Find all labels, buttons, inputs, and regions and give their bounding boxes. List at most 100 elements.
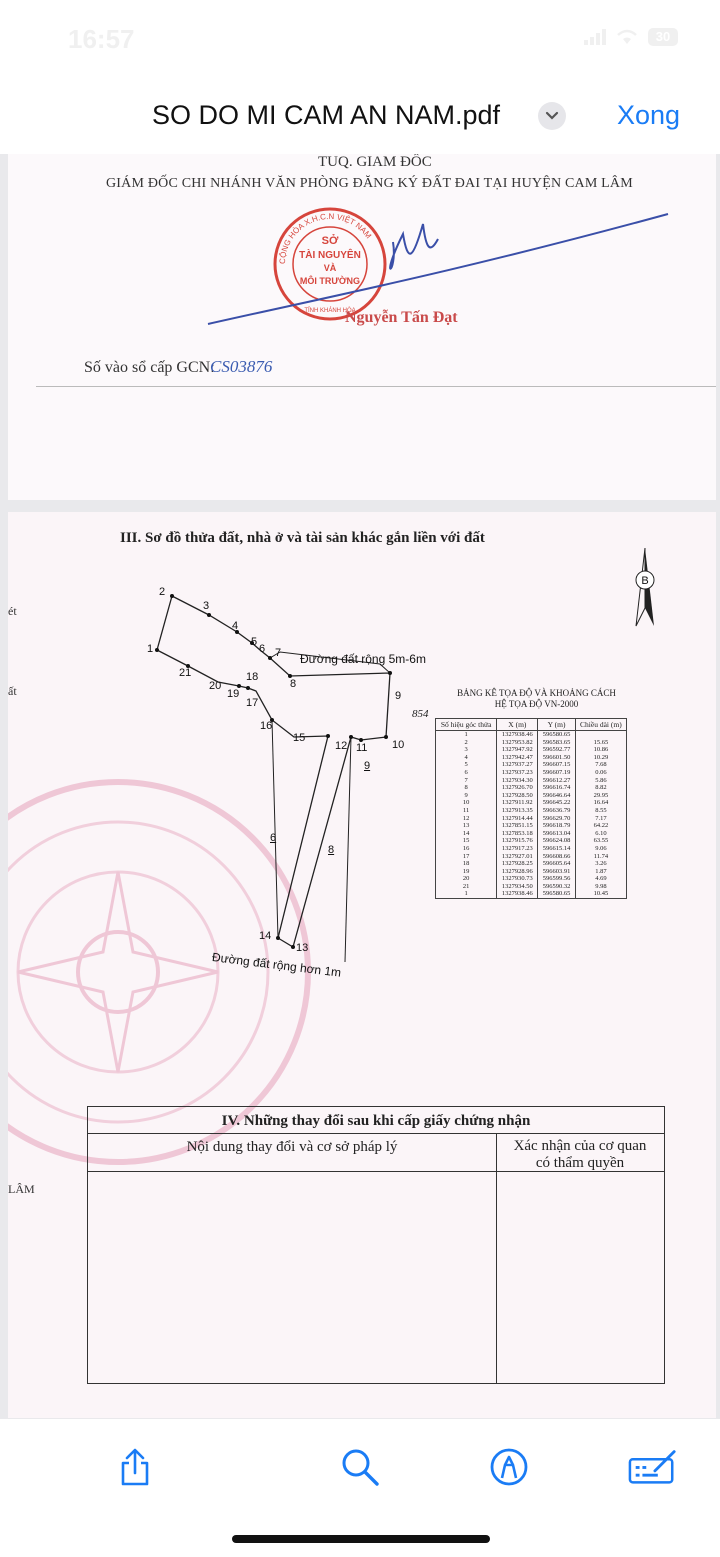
title-menu-button[interactable] bbox=[538, 102, 566, 130]
document-title[interactable]: SO DO MI CAM AN NAM.pdf bbox=[152, 100, 501, 130]
share-button[interactable] bbox=[110, 1442, 160, 1492]
point-label: 12 bbox=[335, 740, 348, 752]
table-cell: 596607.19 bbox=[537, 768, 576, 777]
wifi-icon bbox=[617, 29, 637, 44]
table-cell: 596618.79 bbox=[537, 822, 576, 830]
table-header: Y (m) bbox=[537, 718, 576, 731]
plot-8-label: 8 bbox=[328, 844, 335, 856]
deputy-title: TUQ. GIAM ĐỐC bbox=[318, 154, 432, 170]
point-label: 5 bbox=[251, 636, 258, 648]
table-cell: 1327928.25 bbox=[496, 860, 539, 868]
point-label: 17 bbox=[246, 697, 259, 709]
table-cell: 596580.65 bbox=[537, 890, 576, 900]
table-cell: 596636.79 bbox=[537, 806, 576, 815]
table-cell: 596612.27 bbox=[537, 776, 576, 785]
point-label: 15 bbox=[293, 732, 306, 744]
point-label: 2 bbox=[159, 586, 166, 598]
table-cell: 1327937.23 bbox=[496, 768, 539, 777]
point-label: 4 bbox=[232, 620, 239, 632]
signal-icon bbox=[584, 29, 606, 45]
plot-9-label: 9 bbox=[364, 760, 371, 772]
point-label: 21 bbox=[179, 667, 192, 679]
table-cell: 596645.22 bbox=[537, 799, 576, 807]
table-cell: 15.65 bbox=[574, 738, 628, 747]
table-cell: 1327853.18 bbox=[496, 829, 539, 838]
markup-icon bbox=[490, 1448, 528, 1486]
table-cell: 21 bbox=[434, 882, 498, 891]
table-cell: 10 bbox=[434, 799, 498, 807]
point-label: 8 bbox=[290, 678, 297, 690]
home-indicator[interactable] bbox=[232, 1535, 490, 1543]
point-label: 3 bbox=[203, 600, 210, 612]
coordinate-table: Số hiệu góc thửa X (m) Y (m) Chiều dài (… bbox=[434, 718, 628, 900]
table-cell: 8.55 bbox=[574, 806, 628, 815]
table-cell: 2 bbox=[434, 738, 498, 747]
table-cell: 596613.04 bbox=[537, 829, 576, 838]
table-cell: 1327953.82 bbox=[496, 738, 539, 747]
table-cell: 10.29 bbox=[574, 753, 628, 762]
point-label: 6 bbox=[259, 643, 266, 655]
table-cell: 596624.08 bbox=[537, 837, 576, 845]
table-cell: 7 bbox=[434, 776, 498, 785]
table-cell: 596616.74 bbox=[537, 784, 576, 792]
table-cell: 29.95 bbox=[574, 791, 628, 800]
markup-button[interactable] bbox=[484, 1442, 534, 1492]
table-cell: 11 bbox=[434, 806, 498, 815]
done-button[interactable]: Xong bbox=[617, 100, 681, 130]
annotate-button[interactable] bbox=[628, 1442, 678, 1492]
signature bbox=[207, 213, 669, 325]
coordinate-table-title: BẢNG KÊ TỌA ĐỘ VÀ KHOẢNG CÁCH HỆ TỌA ĐỘ … bbox=[457, 688, 616, 709]
table-cell: 1327928.50 bbox=[496, 791, 539, 800]
edge-text: ất bbox=[8, 684, 17, 698]
table-cell: 0.06 bbox=[574, 768, 628, 777]
point-label: 10 bbox=[392, 739, 405, 751]
signer-name: Nguyễn Tấn Đạt bbox=[345, 309, 458, 326]
table-cell: 596629.70 bbox=[537, 814, 576, 823]
table-cell: 11.74 bbox=[574, 852, 628, 861]
search-icon bbox=[342, 1449, 379, 1486]
table-cell: 1 bbox=[434, 730, 498, 739]
chevron-down-icon bbox=[545, 111, 559, 120]
table-cell: 1327913.35 bbox=[496, 806, 539, 815]
table-cell: 9.98 bbox=[574, 882, 628, 891]
table-cell: 596599.56 bbox=[537, 875, 576, 883]
table-cell: 596605.64 bbox=[537, 860, 576, 868]
table-cell: 1327926.70 bbox=[496, 784, 539, 792]
table-cell: 1327930.73 bbox=[496, 875, 539, 883]
section-3-title: III. Sơ đồ thửa đất, nhà ở và tài sản kh… bbox=[120, 530, 485, 546]
table-cell: 8 bbox=[434, 784, 498, 792]
watermark-drum-icon bbox=[8, 779, 311, 1165]
stamp-bottom: TỈNH KHÁNH HÒA bbox=[304, 307, 355, 314]
table-cell: 8.82 bbox=[574, 784, 628, 792]
table-cell: 1327942.47 bbox=[496, 753, 539, 762]
table-cell: 6 bbox=[434, 768, 498, 777]
point-label: 7 bbox=[275, 647, 282, 659]
table-header: X (m) bbox=[496, 718, 539, 731]
table-cell: 1327934.50 bbox=[496, 882, 539, 891]
stamp-line-4: MÔI TRƯỜNG bbox=[300, 275, 360, 286]
point-label: 14 bbox=[259, 930, 272, 942]
stamp-line-1: SỞ bbox=[322, 234, 339, 247]
table-cell: 6.10 bbox=[574, 829, 628, 838]
table-cell: 1327937.27 bbox=[496, 761, 539, 769]
table-cell: 1327911.92 bbox=[496, 799, 539, 807]
table-cell: 7.17 bbox=[574, 814, 628, 823]
search-button[interactable] bbox=[335, 1442, 385, 1492]
table-cell: 3 bbox=[434, 746, 498, 754]
point-label: 19 bbox=[227, 688, 240, 700]
point-label: 20 bbox=[209, 680, 222, 692]
table-cell: 16 bbox=[434, 844, 498, 853]
table-cell: 1327947.92 bbox=[496, 746, 539, 754]
table-cell: 596580.65 bbox=[537, 730, 576, 739]
